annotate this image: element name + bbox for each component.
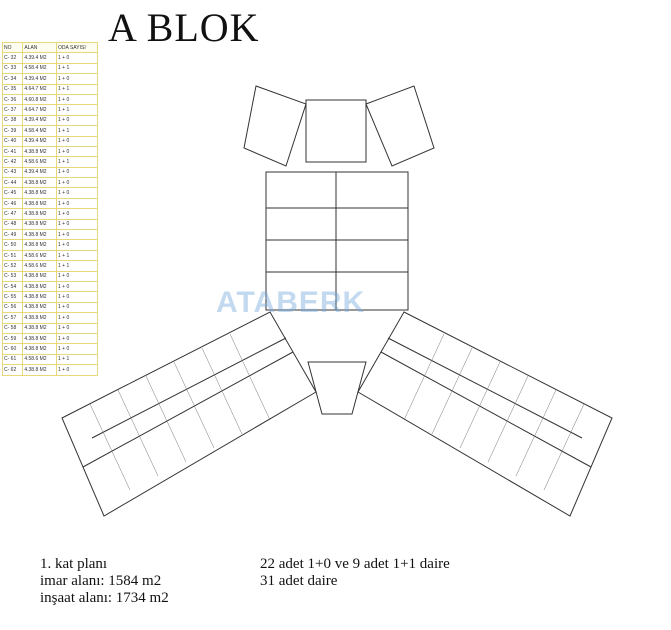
room-partitions: [89, 333, 585, 491]
wing-top-center: [305, 99, 367, 163]
zoning-area: imar alanı: 1584 m2: [40, 573, 162, 589]
wing-top-left: [243, 85, 307, 167]
cell-rooms: 1 + 0: [56, 364, 98, 376]
central-core: [265, 171, 409, 311]
atrium: [307, 361, 367, 415]
block-title: A BLOK: [108, 5, 260, 50]
caption-right: 22 adet 1+0 ve 9 adet 1+1 daire 31 adet …: [260, 556, 450, 590]
cell-no: C- 62: [1, 364, 24, 376]
unit-breakdown: 22 adet 1+0 ve 9 adet 1+1 daire: [260, 556, 450, 572]
plan-name: 1. kat planı: [40, 556, 108, 572]
wing-right: [357, 311, 613, 517]
caption-left: 1. kat planı imar alanı: 1584 m2 inşaat …: [40, 556, 169, 607]
wing-top-right: [365, 85, 435, 167]
unit-total: 31 adet daire: [260, 573, 338, 589]
construction-area: inşaat alanı: 1734 m2: [40, 590, 169, 606]
watermark-logo: ATABERK: [216, 286, 366, 319]
